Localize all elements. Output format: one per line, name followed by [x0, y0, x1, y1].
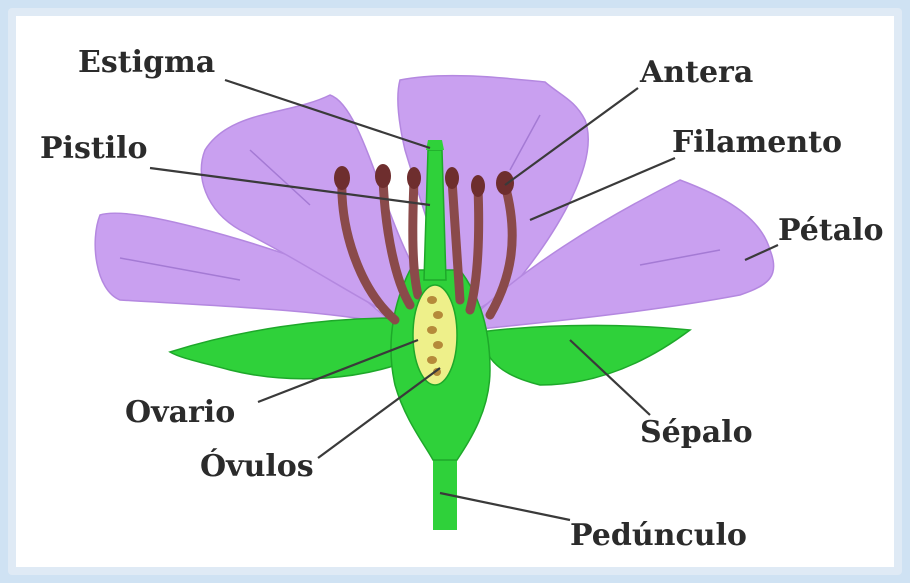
label-ovario: Ovario: [125, 395, 235, 430]
label-estigma: Estigma: [78, 45, 215, 80]
leader-pedunculo: [440, 493, 570, 520]
anther-5: [471, 175, 485, 197]
anther-3: [407, 167, 421, 189]
anther-4: [445, 167, 459, 189]
label-pistilo: Pistilo: [40, 131, 148, 166]
label-pedunculo: Pedúnculo: [570, 518, 747, 553]
anther-6: [496, 171, 514, 195]
filament-3: [413, 180, 418, 295]
sepal-left: [170, 318, 410, 379]
label-ovulos: Óvulos: [200, 448, 314, 484]
anther-2: [375, 164, 391, 188]
peduncle-stem: [433, 455, 457, 530]
anther-1: [334, 166, 350, 190]
label-petalo: Pétalo: [778, 213, 884, 248]
label-sepalo: Sépalo: [640, 415, 753, 450]
label-filamento: Filamento: [672, 125, 842, 160]
label-antera: Antera: [639, 55, 753, 90]
style: [424, 150, 446, 280]
